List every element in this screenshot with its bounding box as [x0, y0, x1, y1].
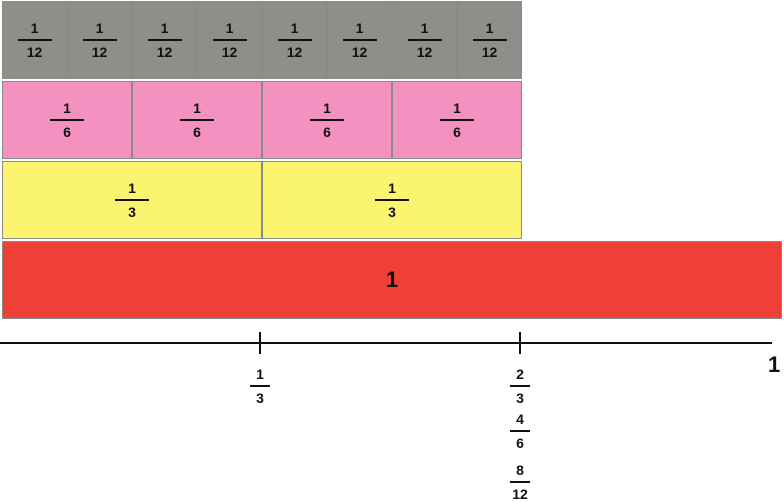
tick-two-thirds	[519, 332, 521, 354]
numerator: 1	[256, 366, 264, 382]
numerator: 1	[63, 100, 71, 117]
label-eight-twelfths: 8 12	[510, 462, 530, 502]
fraction-bar	[115, 199, 149, 201]
denominator: 6	[63, 123, 71, 140]
denominator: 12	[286, 43, 303, 60]
numerator: 1	[225, 20, 234, 37]
numerator: 4	[516, 411, 524, 427]
tick-one-third	[259, 332, 261, 354]
denominator: 12	[416, 43, 433, 60]
denominator: 12	[91, 43, 108, 60]
fraction-bar	[510, 385, 530, 387]
number-line-end-label: 1	[768, 352, 781, 377]
fraction-bar	[342, 39, 377, 41]
denominator: 12	[26, 43, 43, 60]
denominator: 3	[128, 203, 136, 220]
label-one-third: 1 3	[250, 366, 270, 406]
numerator: 1	[355, 20, 364, 37]
fraction-bar	[375, 199, 409, 201]
numerator: 1	[193, 100, 201, 117]
denominator: 3	[388, 203, 396, 220]
fraction-bar	[212, 39, 247, 41]
numerator: 1	[30, 20, 39, 37]
fraction-bar	[440, 119, 474, 121]
numerator: 8	[516, 462, 524, 478]
number-line	[0, 342, 772, 344]
denominator: 6	[193, 123, 201, 140]
numerator: 1	[95, 20, 104, 37]
whole-bar: 1	[2, 241, 782, 319]
fraction-bar	[50, 119, 84, 121]
numerator: 1	[160, 20, 169, 37]
fraction-bar	[277, 39, 312, 41]
fraction-bar	[147, 39, 182, 41]
fraction-bar	[250, 385, 270, 387]
numerator: 1	[453, 100, 461, 117]
denominator: 3	[516, 389, 524, 406]
numerator: 1	[128, 180, 136, 197]
denominator: 3	[256, 389, 264, 406]
whole-row: 1	[2, 241, 782, 319]
label-four-sixths: 4 6	[510, 411, 530, 451]
numerator: 2	[516, 366, 524, 382]
fraction-bar	[82, 39, 117, 41]
numerator: 1	[485, 20, 494, 37]
fraction-bar	[472, 39, 507, 41]
fraction-bar	[407, 39, 442, 41]
denominator: 12	[351, 43, 368, 60]
denominator: 12	[512, 485, 528, 502]
denominator: 12	[156, 43, 173, 60]
numerator: 1	[323, 100, 331, 117]
numerator: 1	[420, 20, 429, 37]
denominator: 12	[221, 43, 238, 60]
numerator: 1	[290, 20, 299, 37]
fraction-bar	[510, 481, 530, 483]
whole-label: 1	[385, 267, 399, 292]
denominator: 6	[516, 434, 524, 451]
denominator: 6	[323, 123, 331, 140]
fraction-bar	[510, 430, 530, 432]
denominator: 6	[453, 123, 461, 140]
fraction-bar	[310, 119, 344, 121]
fraction-bar	[180, 119, 214, 121]
label-two-thirds: 2 3	[510, 366, 530, 406]
denominator: 12	[481, 43, 498, 60]
fraction-bar	[17, 39, 52, 41]
numerator: 1	[388, 180, 396, 197]
